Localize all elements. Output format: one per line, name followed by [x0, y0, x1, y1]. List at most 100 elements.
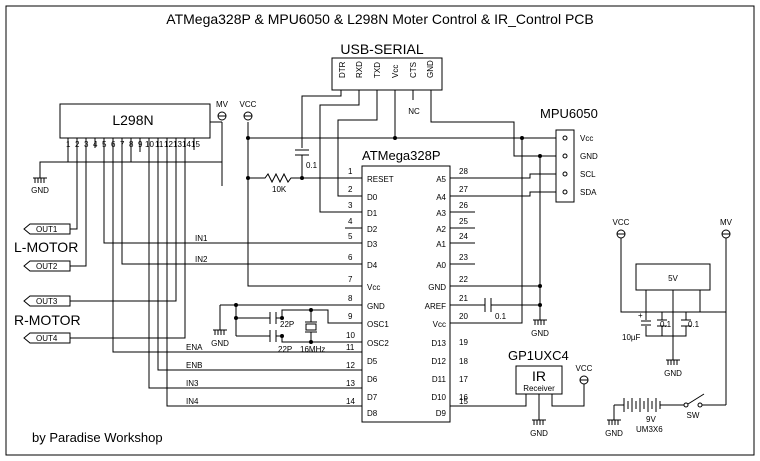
atmega-right-labels: A5 A4 A3 A2 A1 A0 GND AREF Vcc D13 D12 D…: [425, 175, 447, 418]
l-motor-label: L-MOTOR: [14, 239, 78, 255]
atmega-num-11: 11: [346, 343, 355, 352]
out4-tag: [23, 332, 71, 344]
mpu6050-title: MPU6050: [540, 106, 598, 121]
atmega-lbl-d5: D5: [367, 357, 378, 366]
atmega-left-labels: RESET D0 D1 D2 D3 D4 Vcc GND OSC1 OSC2 D…: [367, 175, 394, 418]
atmega-lbl-gnd: GND: [367, 302, 385, 311]
atmega-lbl-d9: D9: [436, 409, 447, 418]
atmega-num-12: 12: [346, 361, 355, 370]
usb-pin-cts: CTS: [409, 62, 418, 78]
out1-label: OUT1: [36, 225, 58, 234]
atmega-lbl-osc1: OSC1: [367, 320, 389, 329]
battery-label: 9V: [646, 415, 656, 424]
atmega-lbl-d4: D4: [367, 261, 378, 270]
credit-text: by Paradise Workshop: [32, 430, 163, 445]
l298n-gnd-label: GND: [31, 186, 49, 195]
regulator-label: 5V: [668, 274, 678, 283]
cap-10uf: [641, 320, 651, 326]
usb-nc-label: NC: [408, 107, 420, 116]
usb-pin-vcc: Vcc: [391, 65, 400, 78]
atmega-num-3: 3: [348, 201, 353, 210]
cap-10uf-plus: +: [638, 311, 643, 320]
in1-label: IN1: [195, 234, 208, 243]
junction-dots: [234, 136, 542, 344]
diagram-title: ATMega328P & MPU6050 & L298N Moter Contr…: [166, 11, 593, 27]
out4-label: OUT4: [36, 334, 58, 343]
atmega-num-15: 15: [459, 397, 468, 406]
atmega-lbl-a3: A3: [436, 209, 446, 218]
out3-label: OUT3: [36, 297, 58, 306]
atmega-num-26: 26: [459, 201, 468, 210]
regulator-wires: [613, 238, 727, 420]
atmega-gnd-label-right: GND: [531, 329, 549, 338]
atmega-num-4: 4: [348, 217, 353, 226]
atmega-num-24: 24: [459, 232, 468, 241]
reset-resistor-label: 10K: [272, 185, 287, 194]
battery-type-label: UM3X6: [636, 425, 663, 434]
atmega-num-21: 21: [459, 294, 468, 303]
atmega-num-14: 14: [346, 397, 355, 406]
atmega-num-1: 1: [348, 167, 353, 176]
atmega-lbl-d8: D8: [367, 409, 378, 418]
atmega-num-25: 25: [459, 217, 468, 226]
in2-label: IN2: [195, 255, 208, 264]
l298n-gnd-symbol: [33, 177, 47, 183]
l298n-title: L298N: [112, 112, 153, 128]
atmega-title: ATMega328P: [362, 148, 441, 163]
l298n-pin-10: 10: [145, 140, 154, 149]
l298n-pin-11: 11: [155, 140, 164, 149]
atmega-lbl-d11: D11: [432, 375, 447, 384]
usb-serial-pins: DTR RXD TXD Vcc CTS GND: [338, 60, 435, 78]
reg-cap-2: [681, 319, 691, 327]
atmega-lbl-aref: AREF: [425, 302, 446, 311]
atmega-num-22: 22: [459, 275, 468, 284]
usb-pin-txd: TXD: [373, 62, 382, 78]
atmega-num-23: 23: [459, 253, 468, 262]
osc-cap-1: [269, 312, 277, 324]
reg-cap2-label: 0.1: [688, 320, 700, 329]
atmega-left-pins: [345, 177, 362, 407]
ir-wires: [525, 384, 585, 420]
crystal-16mhz: [305, 321, 317, 333]
ir-gnd-label: GND: [530, 429, 548, 438]
ir-vcc-label: VCC: [576, 364, 593, 373]
reg-cap-1: [657, 319, 667, 327]
atmega-num-2: 2: [348, 185, 353, 194]
usb-pin-gnd: GND: [426, 60, 435, 78]
atmega-lbl-d2: D2: [367, 225, 378, 234]
atmega-lbl-d3: D3: [367, 240, 378, 249]
osc-cap-2: [269, 330, 277, 342]
power-switch[interactable]: [683, 393, 705, 408]
atmega-gnd-symbol-right: [533, 319, 547, 325]
atmega-lbl-d6: D6: [367, 375, 378, 384]
l298n-pin-15: 15: [191, 140, 200, 149]
crystal-label: 16MHz: [300, 345, 325, 354]
mpu-pin-vcc: Vcc: [580, 134, 593, 143]
out2-tag: [23, 260, 71, 272]
regulator-gnd-label: GND: [664, 369, 682, 378]
atmega-lbl-osc2: OSC2: [367, 339, 389, 348]
atmega-num-20: 20: [459, 312, 468, 321]
atmega-right-pins: [450, 177, 475, 407]
mv-label-left: MV: [216, 100, 229, 109]
atmega-lbl-d0: D0: [367, 193, 378, 202]
frame-border: [5, 5, 755, 456]
l298n-pin-13: 13: [173, 140, 182, 149]
dtr-cap-label: 0.1: [306, 161, 318, 170]
usb-pin-dtr: DTR: [338, 61, 347, 78]
l298n-wires: [39, 121, 556, 407]
aref-capacitor: [484, 298, 492, 312]
cap-10uf-label: 10µF: [622, 333, 641, 342]
out3-tag: [23, 295, 71, 307]
out1-tag: [23, 223, 71, 235]
atmega-right-numbers: 28 27 26 25 24 23 22 21 20 19 18 17 16 1…: [459, 167, 468, 406]
battery-gnd-symbol: [607, 419, 621, 425]
atmega-lbl-a4: A4: [436, 193, 446, 202]
ir-title: GP1UXC4: [508, 348, 569, 363]
ir-receiver: [515, 365, 563, 395]
osc-cap2-label: 22P: [278, 345, 292, 354]
mpu-pin-sda: SDA: [580, 188, 597, 197]
usb-pin-rxd: RXD: [355, 61, 364, 78]
atmega-lbl-d7: D7: [367, 393, 378, 402]
vcc-label-right: VCC: [613, 218, 630, 227]
